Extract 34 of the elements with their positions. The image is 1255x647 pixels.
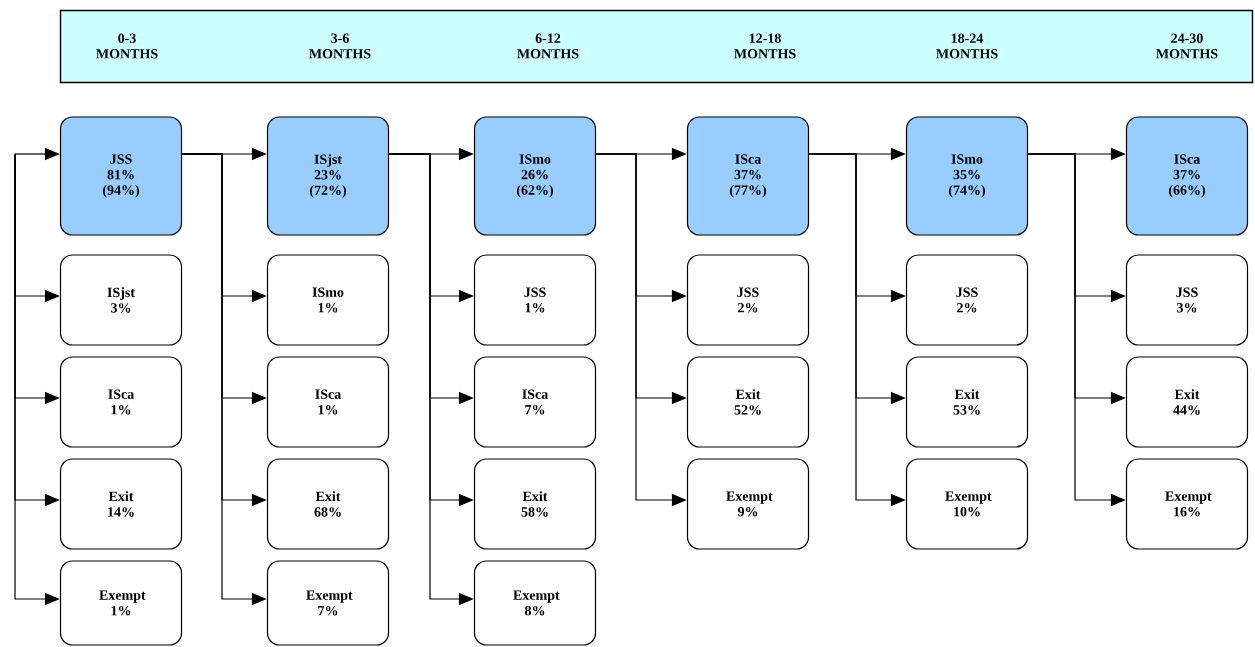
state-box: Exit 14%: [59, 458, 183, 550]
column-heading: 0-3 MONTHS: [96, 33, 158, 59]
state-box: JSS 2%: [905, 254, 1029, 346]
header-band: [59, 9, 1254, 84]
state-box: Exit 52%: [686, 356, 810, 448]
column-heading: 3-6 MONTHS: [309, 33, 371, 59]
state-box: JSS 3%: [1125, 254, 1249, 346]
state-box: ISmo 35% (74%): [905, 116, 1029, 236]
state-box: ISmo 1%: [266, 254, 390, 346]
state-box: ISca 7%: [473, 356, 597, 448]
state-box: Exit 53%: [905, 356, 1029, 448]
column-heading: 12-18 MONTHS: [734, 33, 796, 59]
state-box: Exempt 7%: [266, 560, 390, 646]
state-box: JSS 2%: [686, 254, 810, 346]
state-box: Exit 44%: [1125, 356, 1249, 448]
state-box: ISca 1%: [266, 356, 390, 448]
state-box: ISjst 23% (72%): [266, 116, 390, 236]
state-box: Exempt 8%: [473, 560, 597, 646]
state-box: Exempt 1%: [59, 560, 183, 646]
state-box: JSS 1%: [473, 254, 597, 346]
state-box: ISca 37% (66%): [1125, 116, 1249, 236]
state-box: ISjst 3%: [59, 254, 183, 346]
state-box: ISca 1%: [59, 356, 183, 448]
state-box: Exit 68%: [266, 458, 390, 550]
state-box: Exempt 16%: [1125, 458, 1249, 550]
state-box: Exempt 9%: [686, 458, 810, 550]
state-box: ISca 37% (77%): [686, 116, 810, 236]
state-box: Exempt 10%: [905, 458, 1029, 550]
column-heading: 6-12 MONTHS: [517, 33, 579, 59]
state-box: ISmo 26% (62%): [473, 116, 597, 236]
state-box: JSS 81% (94%): [59, 116, 183, 236]
column-heading: 18-24 MONTHS: [936, 33, 998, 59]
state-box: Exit 58%: [473, 458, 597, 550]
column-heading: 24-30 MONTHS: [1156, 33, 1218, 59]
